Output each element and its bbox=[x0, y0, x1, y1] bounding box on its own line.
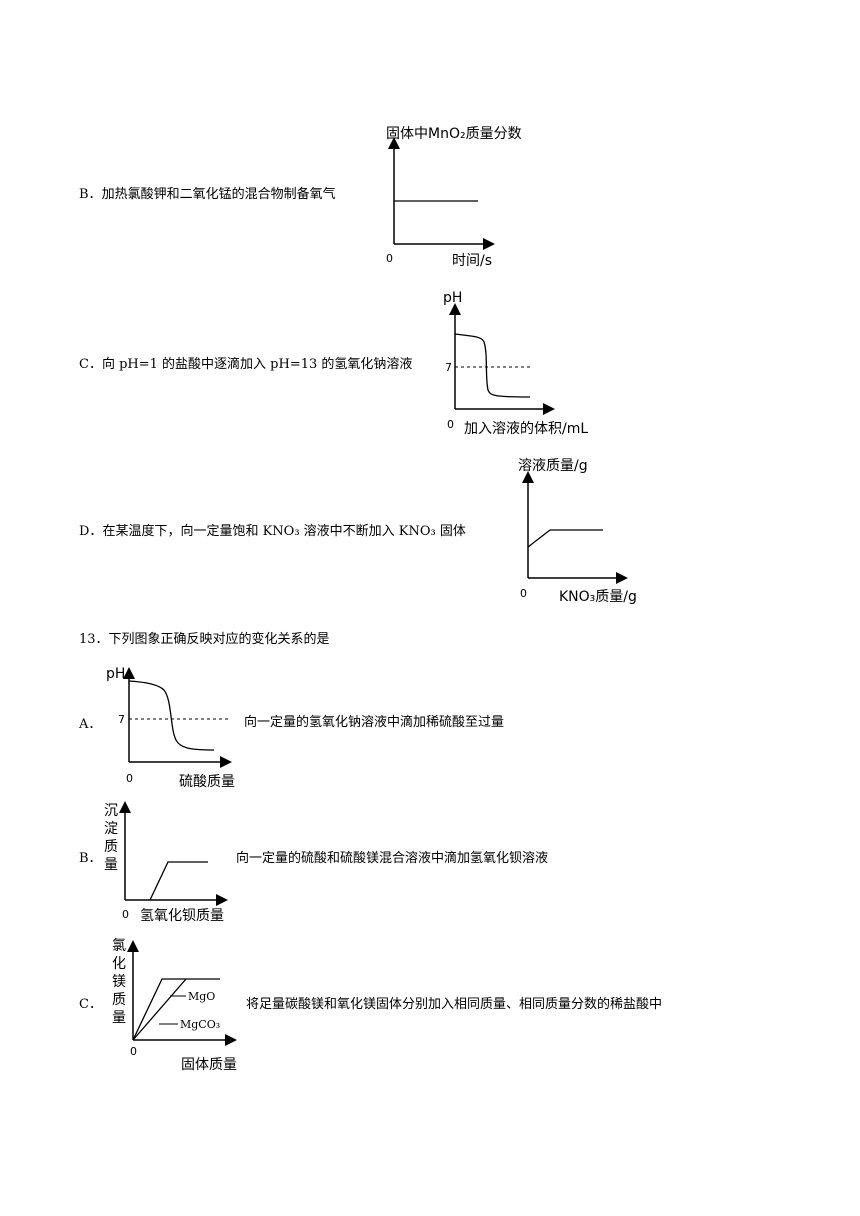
origin-label: 0 bbox=[126, 772, 133, 785]
series-mgco3-line bbox=[132, 978, 187, 1041]
q13-option-a-label: A． bbox=[79, 717, 102, 732]
origin-label: 0 bbox=[447, 418, 454, 431]
x-axis-label: 时间/s bbox=[452, 253, 492, 269]
option-text: 向 pH=1 的盐酸中逐滴加入 pH=13 的氢氧化钠溶液 bbox=[101, 357, 413, 372]
q13-b-graph: 沉 淀 质 量 氢氧化钡质量 0 bbox=[104, 801, 228, 924]
option-label: C． bbox=[79, 357, 102, 372]
ref-value-label: 7 bbox=[445, 361, 452, 374]
y-axis-label: pH bbox=[106, 666, 125, 682]
y-axis-label: 溶液质量/g bbox=[518, 458, 588, 474]
q12-b-graph: 固体中MnO₂质量分数 时间/s 0 bbox=[386, 126, 522, 269]
ref-value-label: 7 bbox=[118, 713, 125, 726]
x-axis-label: 固体质量 bbox=[181, 1057, 237, 1073]
option-label: D． bbox=[79, 524, 103, 539]
curve bbox=[454, 333, 531, 398]
y-axis-label: 氯 化 镁 质 量 bbox=[112, 938, 130, 1026]
option-text: 加热氯酸钾和二氧化锰的混合物制备氧气 bbox=[101, 187, 336, 202]
curve bbox=[149, 861, 208, 901]
x-axis-label: 硫酸质量 bbox=[179, 774, 235, 790]
series-label-mgco3: MgCO₃ bbox=[180, 1018, 220, 1031]
series-label-mgo: MgO bbox=[188, 990, 215, 1003]
y-axis-label: pH bbox=[443, 290, 462, 306]
q12-option-c: C．向 pH=1 的盐酸中逐滴加入 pH=13 的氢氧化钠溶液 bbox=[79, 358, 412, 371]
q12-d-graph: 溶液质量/g KNO₃质量/g 0 bbox=[518, 458, 637, 605]
option-text: 在某温度下，向一定量饱和 KNO₃ 溶液中不断加入 KNO₃ 固体 bbox=[102, 524, 466, 539]
curve bbox=[128, 680, 215, 751]
q13-option-c-text: 将足量碳酸镁和氧化镁固体分别加入相同质量、相同质量分数的稀盐酸中 bbox=[246, 997, 663, 1012]
y-axis-label: 沉 淀 质 量 bbox=[104, 803, 122, 873]
q13-c-graph: MgO MgCO₃ 氯 化 镁 质 量 固体质量 0 bbox=[112, 938, 237, 1073]
curve bbox=[527, 529, 603, 548]
q13-a-graph: pH 7 硫酸质量 0 bbox=[106, 666, 235, 790]
q12-option-b: B．加热氯酸钾和二氧化锰的混合物制备氧气 bbox=[79, 188, 336, 201]
origin-label: 0 bbox=[520, 587, 527, 600]
q13-option-c-label: C． bbox=[79, 997, 102, 1012]
q12-option-d: D．在某温度下，向一定量饱和 KNO₃ 溶液中不断加入 KNO₃ 固体 bbox=[79, 525, 466, 538]
q13-option-a-text: 向一定量的氢氧化钠溶液中滴加稀硫酸至过量 bbox=[244, 715, 505, 730]
origin-label: 0 bbox=[130, 1045, 137, 1058]
origin-label: 0 bbox=[386, 252, 393, 265]
x-axis-label: 加入溶液的体积/mL bbox=[464, 421, 588, 437]
x-axis-label: KNO₃质量/g bbox=[559, 589, 637, 605]
y-axis-label: 固体中MnO₂质量分数 bbox=[386, 126, 522, 142]
q13-option-b-text: 向一定量的硫酸和硫酸镁混合溶液中滴加氢氧化钡溶液 bbox=[236, 851, 549, 866]
q12-c-graph: pH 7 加入溶液的体积/mL 0 bbox=[443, 290, 588, 437]
origin-label: 0 bbox=[122, 908, 129, 921]
q13-option-b-label: B． bbox=[79, 851, 102, 866]
option-label: B． bbox=[79, 187, 102, 202]
x-axis-label: 氢氧化钡质量 bbox=[140, 908, 224, 924]
series-mgo-line bbox=[132, 978, 220, 1041]
question-13-stem: 13．下列图象正确反映对应的变化关系的是 bbox=[79, 632, 330, 647]
